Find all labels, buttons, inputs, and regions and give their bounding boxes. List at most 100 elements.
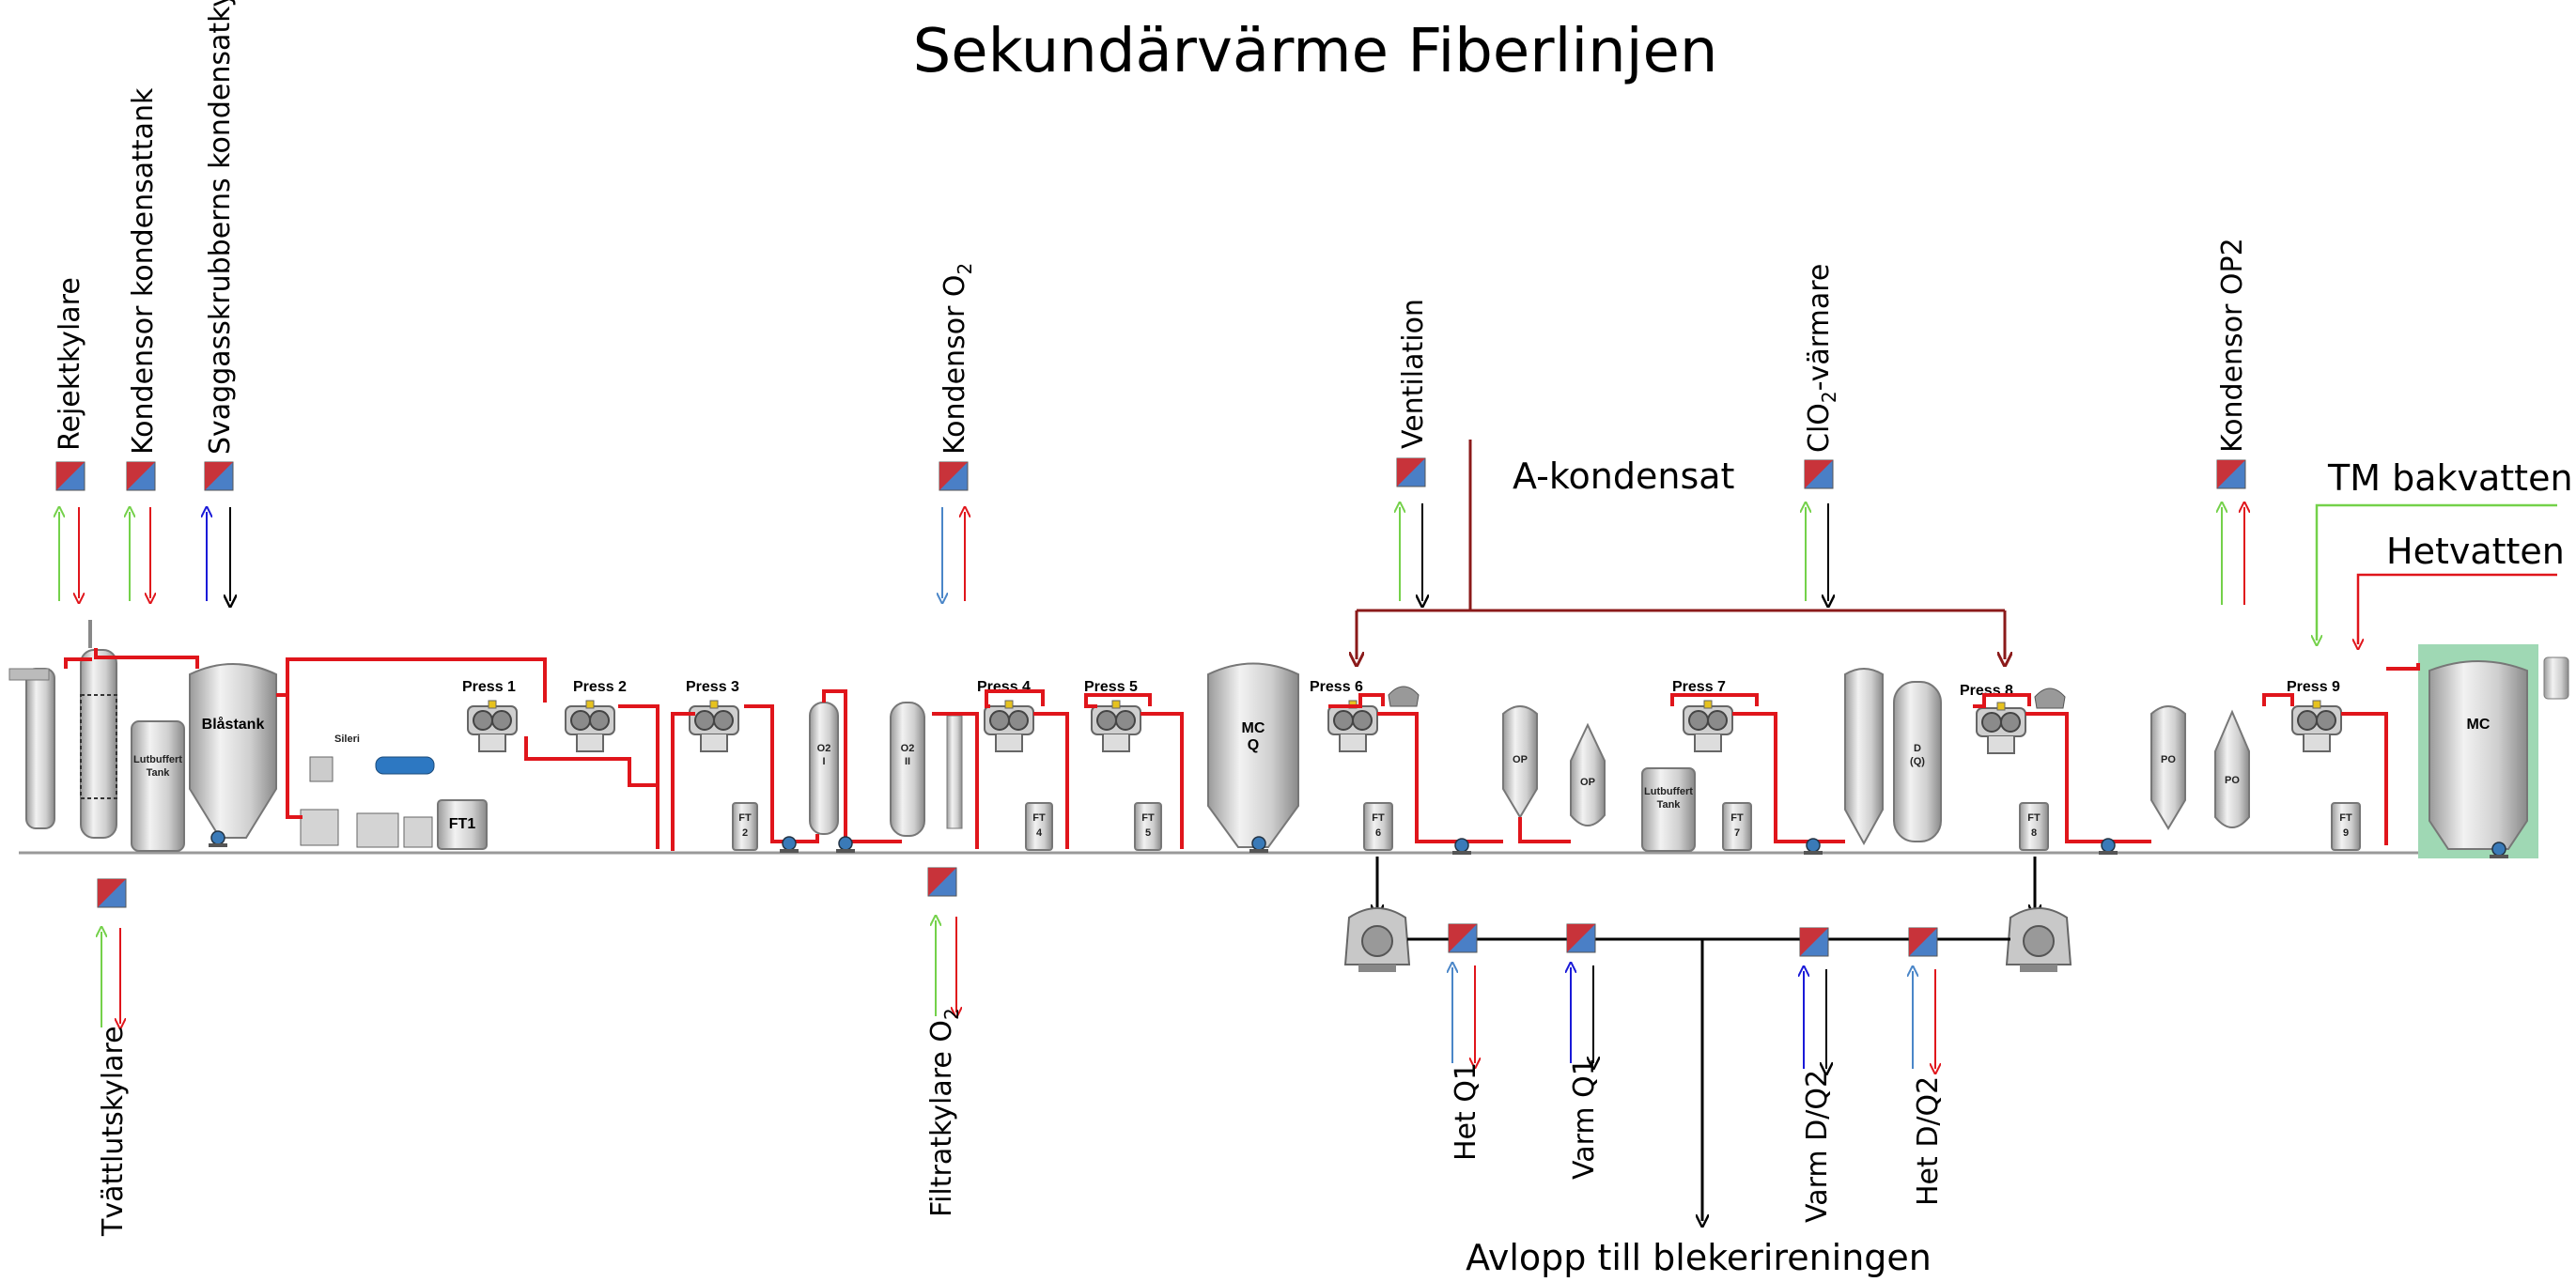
label-sub: 2	[940, 1008, 963, 1020]
tank-label-b: Q	[1248, 737, 1259, 753]
press-label: Press 1	[462, 679, 516, 695]
tank-label-b: 5	[1145, 827, 1151, 839]
tank-body	[437, 799, 488, 850]
pipe	[822, 689, 902, 843]
label-ventilation: Ventilation	[1397, 299, 1430, 449]
reactor-body	[2150, 705, 2186, 830]
reactor-body	[890, 702, 925, 837]
reactor-body	[1570, 722, 1606, 826]
tower-label-a: D	[1914, 743, 1921, 754]
press-9: Press 9	[2287, 679, 2342, 752]
pipe	[524, 736, 660, 849]
hx-kondensor-kondensattank: Kondensor kondensattank	[127, 87, 160, 601]
tank-body	[1722, 802, 1752, 851]
digester-columns	[8, 620, 117, 839]
hx-tvattlutskylare: Tvättlutskylare	[97, 878, 130, 1237]
tank-label-a: MC	[1242, 720, 1265, 736]
reactor-label-b: I	[822, 756, 825, 767]
pipe	[932, 712, 979, 849]
tank-body	[1025, 802, 1053, 851]
mc-storage-tank: MC	[2418, 644, 2569, 858]
tank-label-b: 4	[1036, 827, 1043, 839]
tm-bakvatten: TM bakvatten	[2317, 457, 2573, 641]
screen-2	[300, 809, 339, 846]
hx-svaggas: Svaggasskrubberns kondensatkylare	[204, 0, 237, 601]
tank-label-b: 2	[742, 827, 748, 839]
press-icon	[689, 700, 739, 752]
hx-kondensor-o2: Kondensor O2	[939, 263, 976, 601]
ft1-tank: FT1	[437, 799, 488, 850]
o2-reactor-2: O2 II	[890, 702, 963, 837]
tank-body	[2331, 802, 2361, 851]
press-7: Press 7	[1672, 679, 1733, 752]
ft6-tank: FT 6	[1363, 802, 1393, 851]
label-hetvatten: Hetvatten	[2386, 531, 2565, 572]
tank-body	[2429, 660, 2528, 850]
label-rejektkylare: Rejektkylare	[54, 277, 86, 451]
press-6: Press 6	[1310, 679, 1420, 752]
label-varm-dq2: Varm D/Q2	[1801, 1070, 1834, 1223]
label-main: Kondensor O	[939, 274, 971, 455]
tank-label-a: FT	[1372, 812, 1385, 824]
side-vessel	[2543, 656, 2569, 700]
press-icon	[984, 700, 1034, 752]
pipe	[2386, 663, 2420, 671]
reactor-label: OP	[1580, 777, 1595, 788]
diagram-title: Sekundärvärme Fiberlinjen	[913, 17, 1718, 86]
tank-label-a: Lutbuffert	[133, 754, 182, 765]
reactor-label: PO	[2161, 754, 2176, 765]
pipe	[744, 704, 819, 843]
blastank: Blåstank	[189, 663, 277, 839]
pipe	[64, 657, 92, 669]
tank-label-a: FT	[738, 812, 752, 824]
reactor-body	[809, 702, 839, 835]
screen-1	[309, 756, 334, 782]
label-tvattlutskylare: Tvättlutskylare	[97, 1026, 130, 1237]
tank-body	[1134, 802, 1162, 851]
press-3: Press 3	[686, 679, 739, 752]
tank-label: Blåstank	[202, 716, 265, 733]
label-kondensor-kondensattank: Kondensor kondensattank	[127, 87, 160, 455]
pipe	[985, 689, 1045, 708]
reactor-label: OP	[1513, 754, 1528, 765]
label-clo2: ClO2-värmare	[1803, 264, 1840, 453]
tank-label-a: FT	[1730, 812, 1744, 824]
pipe	[1328, 693, 1385, 708]
column-1-cap	[8, 668, 50, 681]
sileri-label: Sileri	[334, 734, 360, 745]
label-sub: 2	[1818, 391, 1840, 403]
hx-kondensor-op2: Kondensor OP2	[2216, 238, 2249, 605]
press-5: Press 5	[1084, 679, 1141, 752]
hx-rejektkylare: Rejektkylare	[54, 277, 86, 601]
ft9-tank: FT 9	[2331, 802, 2361, 851]
bleach-filtrate-system: Avlopp till blekerireningen Het Q1 Varm …	[1344, 857, 2072, 1278]
ft4-tank: FT 4	[1025, 802, 1053, 851]
label-sub: 2	[954, 263, 976, 275]
hetvatten: Hetvatten	[2358, 531, 2565, 644]
heat-exchanger-icon	[939, 461, 969, 491]
heat-exchanger-icon	[1804, 459, 1834, 489]
pipe	[671, 712, 695, 851]
reactor-label-b: II	[905, 756, 910, 767]
a-kondensat-line: A-kondensat	[1357, 440, 2005, 659]
label-svaggas: Svaggasskrubberns kondensatkylare	[204, 0, 237, 455]
lutbuffert-tank-2: Lutbuffert Tank	[1641, 767, 1696, 852]
label-a-kondensat: A-kondensat	[1513, 456, 1734, 497]
label-main: Filtratkylare O	[925, 1020, 958, 1217]
press-label: Press 5	[1084, 679, 1138, 695]
hx-clo2: ClO2-värmare	[1803, 264, 1840, 601]
pumps	[208, 830, 2509, 859]
heat-exchanger-icon	[1799, 927, 1829, 957]
label-het-dq2: Het D/Q2	[1912, 1076, 1945, 1206]
tank-body	[1363, 802, 1393, 851]
blow-column	[946, 715, 963, 829]
heat-exchanger-icon	[126, 461, 156, 491]
label-avlopp: Avlopp till blekerireningen	[1466, 1237, 1932, 1278]
filter-icon	[2006, 907, 2072, 973]
tank-label-a: FT	[2027, 812, 2041, 824]
press-2: Press 2	[565, 679, 627, 752]
pipe	[286, 672, 303, 819]
tank-label-b: 7	[1734, 827, 1740, 839]
tower-riser	[1844, 668, 1884, 846]
press-icon	[2291, 700, 2342, 752]
